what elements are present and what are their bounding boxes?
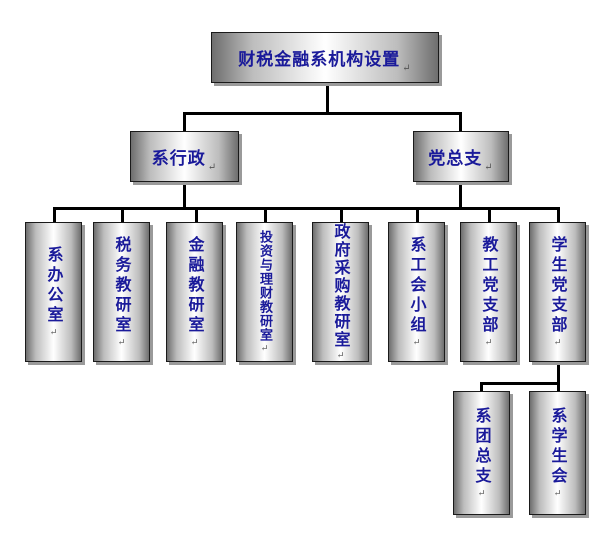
paragraph-mark: ↵ <box>553 489 562 499</box>
branch-label: 系行政 <box>151 149 206 169</box>
unit-label: 金融教研室 <box>185 236 205 336</box>
connector-unit-8 <box>557 207 560 223</box>
unit-box-8: 学生党支部 ↵ <box>529 222 586 362</box>
unit-box-3: 金融教研室 ↵ <box>166 222 223 362</box>
paragraph-mark: ↵ <box>336 351 345 361</box>
connector-unit-3 <box>195 207 198 223</box>
root-label: 财税金融系机构设置 <box>238 50 401 70</box>
unit-box-1: 系办公室 ↵ <box>25 222 82 362</box>
connector-unit-5 <box>340 207 343 223</box>
unit-box-4: 投资与理财教研室 ↵ <box>236 222 293 362</box>
connector-unit-6 <box>416 207 419 223</box>
subunit-label: 系学生会 <box>548 407 568 487</box>
unit-label: 政府采购教研室 <box>331 223 351 349</box>
connector-level1-bar <box>183 112 462 115</box>
connector-to-dangzongzhi <box>459 112 462 132</box>
branch-box-dangzongzhi: 党总支↵ <box>413 131 509 182</box>
paragraph-mark: ↵ <box>484 338 493 348</box>
connector-level2-bar <box>53 207 560 210</box>
connector-sub-1 <box>480 382 483 392</box>
paragraph-mark: ↵ <box>412 338 421 348</box>
paragraph-mark: ↵ <box>190 338 199 348</box>
paragraph-mark: ↵ <box>117 338 126 348</box>
unit-label: 系工会小组 <box>407 236 427 336</box>
connector-xingzheng-down <box>183 181 186 209</box>
unit-label: 投资与理财教研室 <box>257 230 272 342</box>
unit-label: 教工党支部 <box>479 236 499 336</box>
connector-level3-bar <box>480 382 560 385</box>
connector-unit-4 <box>264 207 267 223</box>
paragraph-mark: ↵ <box>477 489 486 499</box>
paragraph-mark: ↵ <box>553 338 562 348</box>
paragraph-mark: ↵ <box>49 328 58 338</box>
paragraph-mark: ↵ <box>207 162 218 173</box>
subunit-box-2: 系学生会 ↵ <box>529 391 586 515</box>
unit-box-5: 政府采购教研室 ↵ <box>312 222 369 362</box>
connector-dangzongzhi-down <box>459 181 462 209</box>
unit-label: 学生党支部 <box>548 236 568 336</box>
unit-box-2: 税务教研室 ↵ <box>93 222 150 362</box>
connector-student-party-down <box>557 362 560 384</box>
root-box: 财税金融系机构设置↵ <box>211 32 439 83</box>
connector-root-down <box>326 82 329 114</box>
paragraph-mark: ↵ <box>260 344 269 354</box>
branch-label: 党总支 <box>428 149 483 169</box>
unit-label: 系办公室 <box>44 246 64 326</box>
branch-box-xingzheng: 系行政↵ <box>130 131 239 182</box>
connector-sub-2 <box>557 382 560 392</box>
connector-unit-7 <box>488 207 491 223</box>
paragraph-mark: ↵ <box>402 63 412 74</box>
connector-unit-2 <box>121 207 124 223</box>
unit-box-6: 系工会小组 ↵ <box>388 222 445 362</box>
connector-to-xingzheng <box>183 112 186 132</box>
connector-unit-1 <box>53 207 56 223</box>
subunit-label: 系团总支 <box>472 407 492 487</box>
paragraph-mark: ↵ <box>484 162 494 173</box>
unit-label: 税务教研室 <box>112 236 132 336</box>
unit-box-7: 教工党支部 ↵ <box>460 222 517 362</box>
subunit-box-1: 系团总支 ↵ <box>453 391 510 515</box>
